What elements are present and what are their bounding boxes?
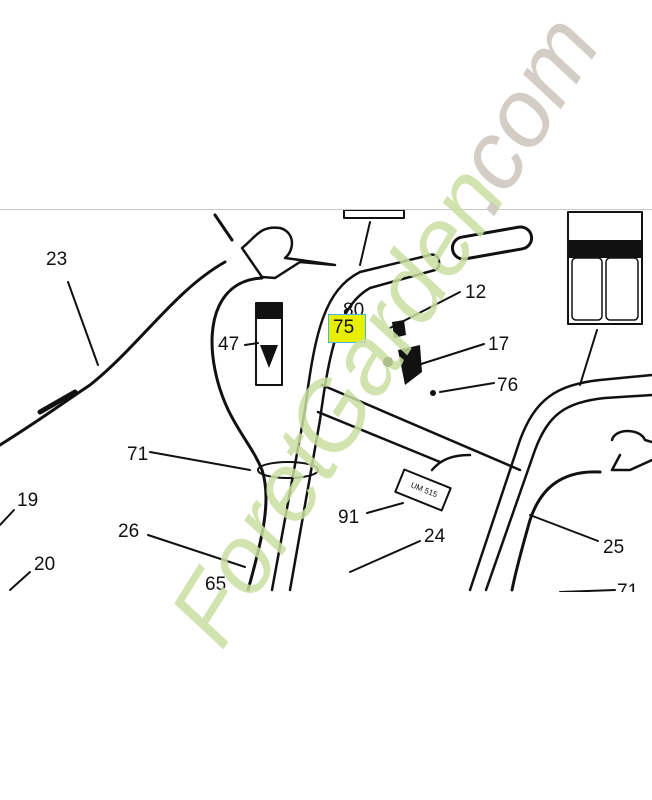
callout-12[interactable]: 12 [465, 282, 486, 303]
decal-right-header [568, 240, 642, 258]
control-lever-left [240, 226, 337, 280]
decal-top-middle [343, 210, 405, 219]
callout-71-right[interactable]: 71 [617, 581, 638, 592]
top-divider [0, 209, 652, 210]
diagram-svg: 23 47 80 12 17 76 71 19 26 20 65 91 24 2… [0, 210, 652, 592]
decal-47-arrow [260, 345, 278, 368]
cable-clamp-71 [257, 461, 319, 479]
part-75-dot [383, 357, 393, 367]
tag-text: UM 515 [409, 480, 439, 499]
screw-76 [430, 390, 436, 396]
callout-75-highlighted[interactable]: 75 [333, 317, 355, 338]
callout-23[interactable]: 23 [46, 249, 67, 270]
leader-23 [67, 281, 99, 366]
leader-91 [366, 502, 404, 514]
callout-65[interactable]: 65 [205, 574, 226, 592]
lever-stem [213, 213, 234, 242]
callout-91[interactable]: 91 [338, 507, 359, 528]
decal-47-header [256, 303, 282, 319]
decal-panel-right [567, 211, 643, 325]
handle-pipe-left-outer [270, 253, 432, 592]
handle-pipe-right-outer [468, 373, 652, 592]
leader-24 [349, 540, 421, 573]
control-lever-right [610, 429, 652, 472]
callout-19[interactable]: 19 [17, 490, 38, 511]
decal-cell-engine [605, 257, 639, 321]
leader-20 [9, 571, 31, 591]
diagram-area: 23 47 80 12 17 76 71 19 26 20 65 91 24 2… [0, 210, 652, 592]
leader-25 [529, 514, 599, 542]
cable-23 [0, 260, 227, 447]
leader-47 [244, 342, 259, 346]
leader-76 [439, 382, 495, 393]
callout-24[interactable]: 24 [424, 526, 446, 547]
tag-strap [430, 453, 472, 472]
callout-17[interactable]: 17 [488, 334, 509, 355]
watermark-part-com: .com [419, 0, 620, 230]
leader-19 [0, 509, 15, 526]
leader-71a [149, 451, 251, 471]
callout-25[interactable]: 25 [603, 537, 624, 558]
handle-pipe-right-inner [484, 393, 652, 592]
callout-26[interactable]: 26 [118, 521, 139, 542]
leader-26 [147, 534, 246, 568]
loop-cable [210, 276, 268, 592]
decal-cell-lever [571, 257, 603, 321]
part-17 [398, 345, 422, 385]
highlight-box-75[interactable] [328, 314, 366, 343]
callout-20[interactable]: 20 [34, 554, 55, 575]
crossbar-bottom [316, 410, 442, 464]
callout-76[interactable]: 76 [497, 375, 518, 396]
handle-grip [450, 225, 534, 261]
cable-25 [510, 470, 602, 592]
leader-17 [417, 343, 485, 366]
callout-47[interactable]: 47 [218, 334, 239, 355]
part-12 [392, 320, 406, 338]
cable-23-adjuster [37, 389, 78, 415]
tag-um515 [394, 468, 452, 512]
handle-pipe-end [428, 253, 441, 272]
crossbar-top [320, 383, 522, 472]
leader-decal-top [359, 221, 371, 266]
leader-decal-right [579, 329, 598, 386]
leader-71b [559, 589, 616, 592]
callout-71[interactable]: 71 [127, 444, 148, 465]
